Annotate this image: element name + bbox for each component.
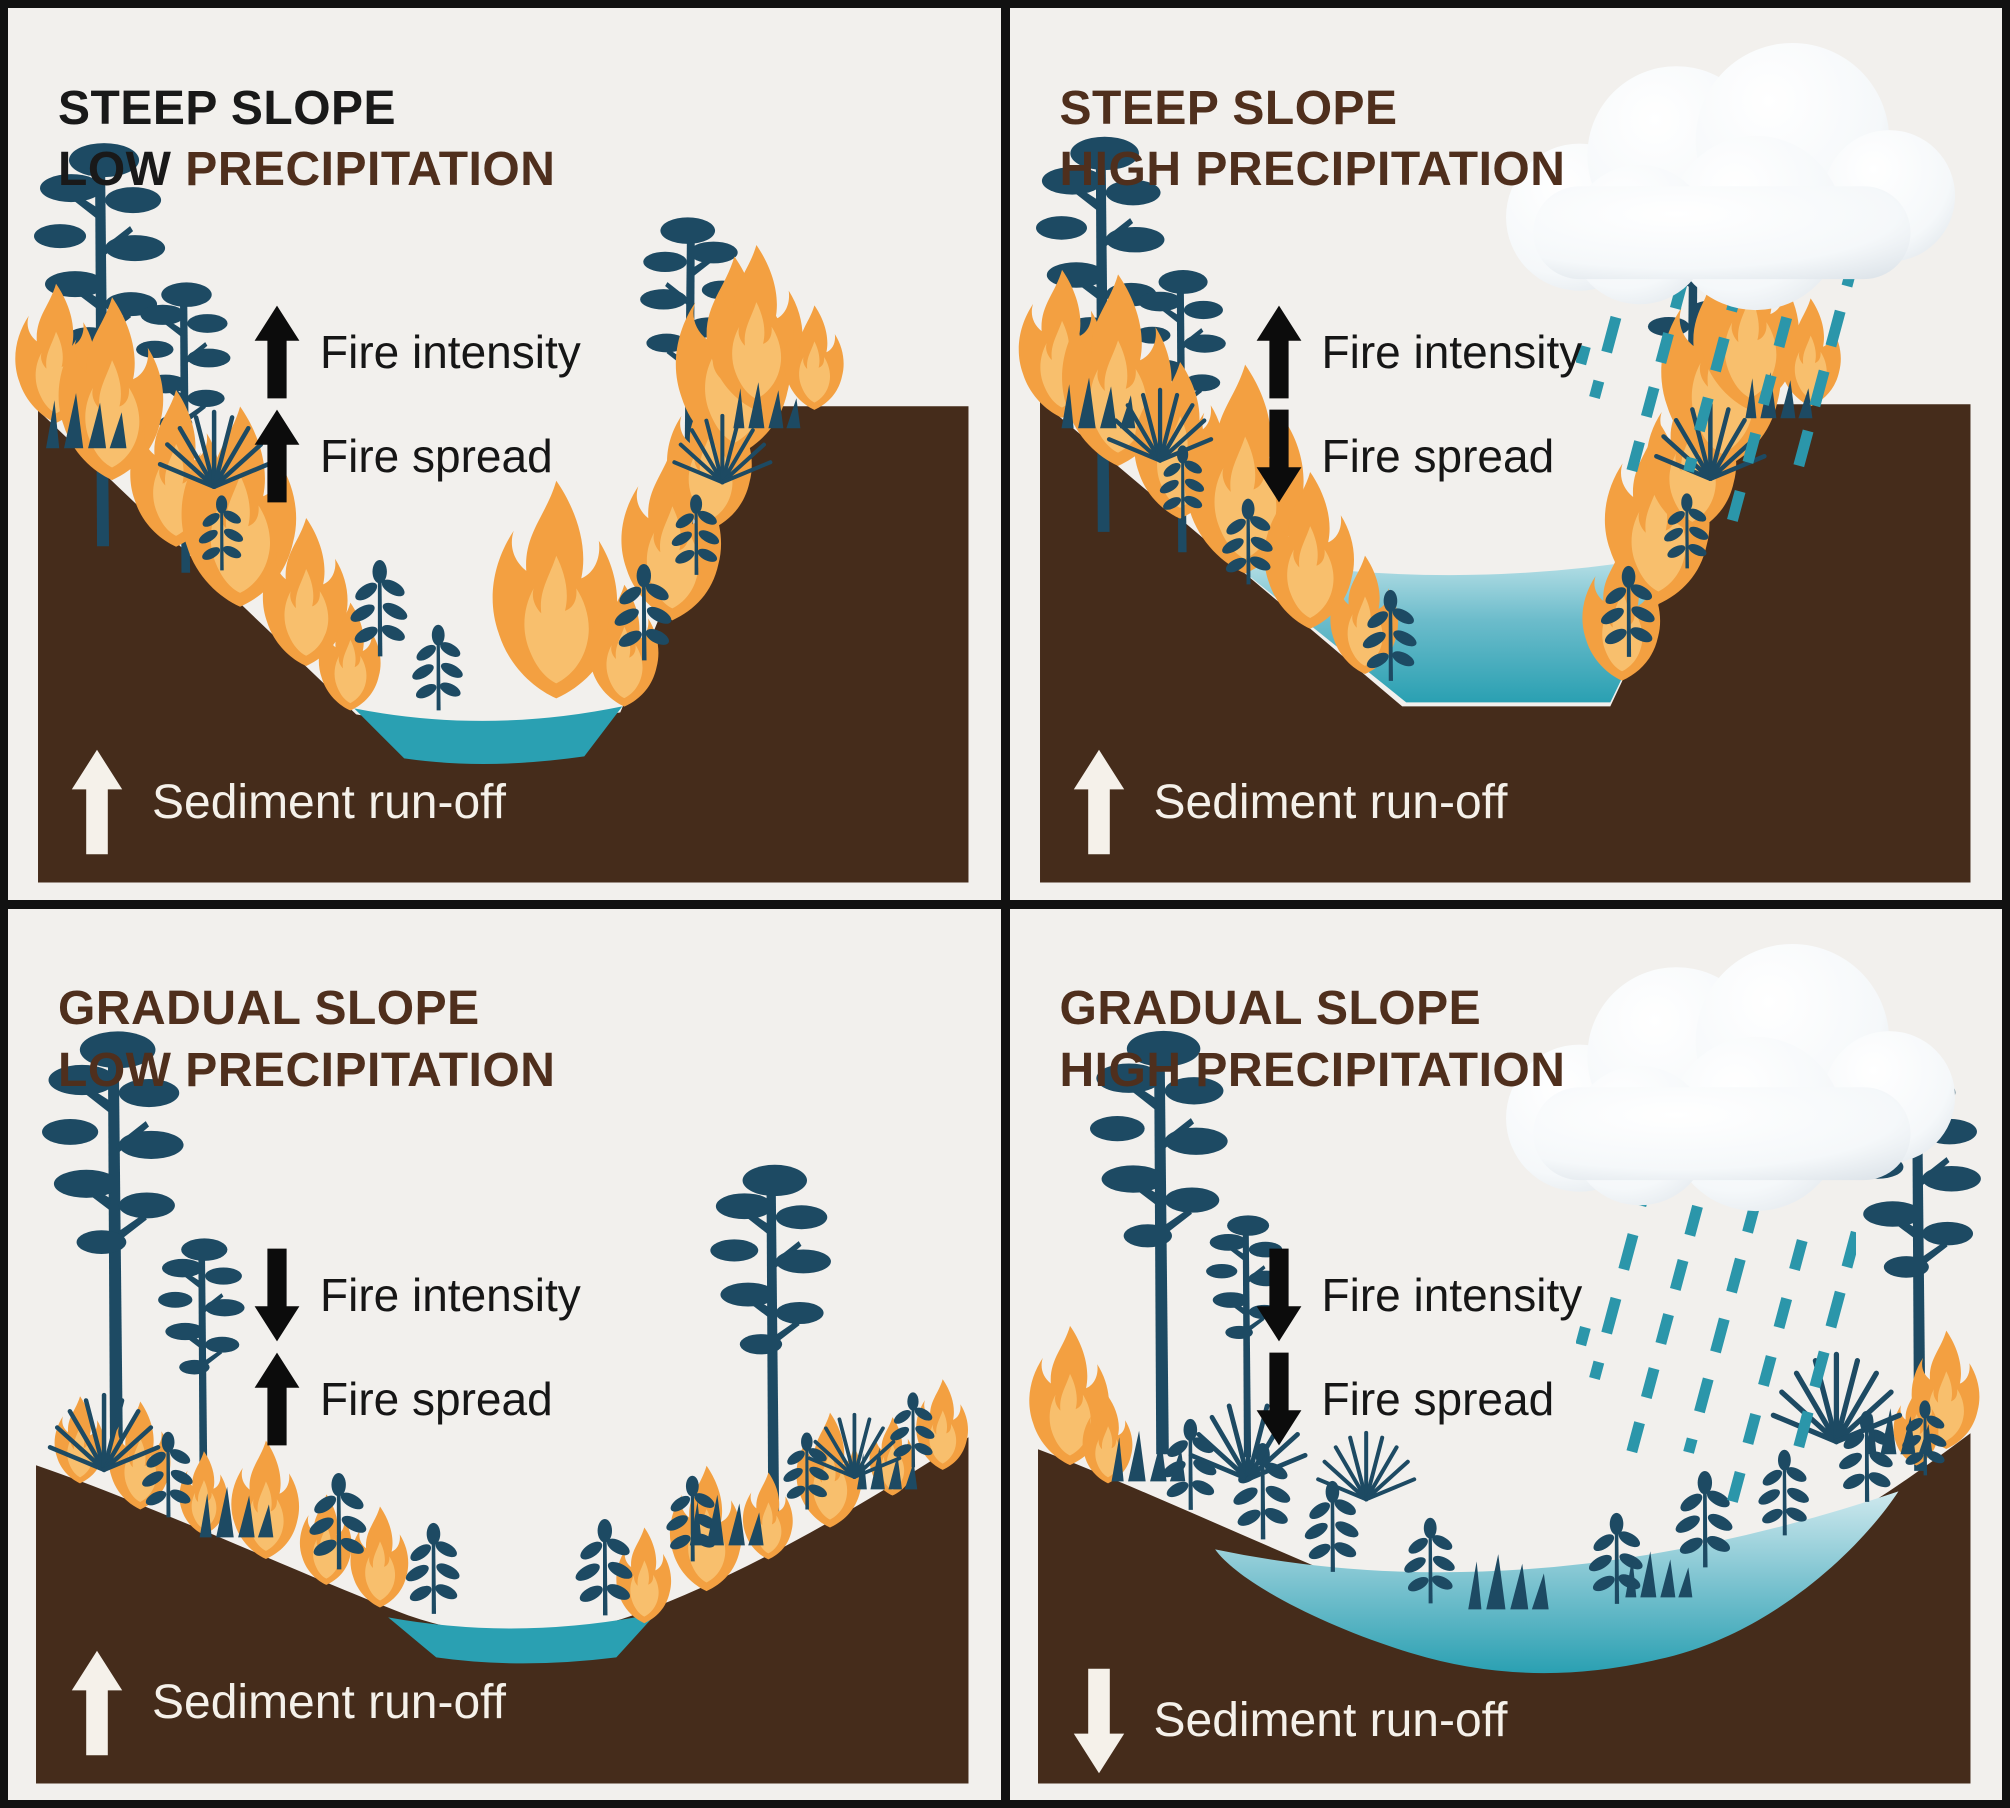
title-line2-prefix: HIGH	[1059, 1043, 1196, 1097]
panel-steep-slope-high-precipitation: STEEP SLOPE HIGH PRECIPITATION Fire inte…	[1009, 8, 2002, 900]
fire-intensity-label: Fire intensity	[1321, 1268, 1583, 1321]
panel-title: STEEP SLOPE HIGH PRECIPITATION	[1060, 78, 1566, 201]
sediment-runoff-row: Sediment run-off	[70, 748, 506, 856]
title-line2-prefix: LOW	[58, 143, 186, 197]
fire-spread-label: Fire spread	[1321, 1372, 1555, 1425]
fire-intensity-label: Fire intensity	[1321, 326, 1583, 378]
title-line1: GRADUAL SLOPE	[1059, 982, 1482, 1036]
title-line1: STEEP SLOPE	[1059, 81, 1398, 135]
title-line2-prefix: LOW	[58, 1043, 186, 1097]
title-line2-rest: PRECIPITATION	[185, 1043, 556, 1097]
fire-intensity-row: Fire intensity	[250, 304, 581, 400]
fire-intensity-arrow-icon	[254, 305, 300, 399]
sediment-runoff-row: Sediment run-off	[1072, 1667, 1508, 1775]
fire-indicators: Fire intensity Fire spread	[1252, 304, 1583, 504]
fire-intensity-arrow-icon	[1256, 1248, 1301, 1341]
fire-indicators: Fire intensity Fire spread	[250, 304, 581, 504]
fire-spread-label: Fire spread	[320, 1372, 553, 1425]
sediment-runoff-arrow-icon	[1073, 1668, 1124, 1773]
valley-scene-steep-low	[15, 143, 969, 883]
fire-spread-row: Fire spread	[250, 408, 581, 504]
sediment-runoff-label: Sediment run-off	[152, 775, 506, 829]
sediment-runoff-row: Sediment run-off	[1072, 748, 1508, 856]
title-line2-rest: PRECIPITATION	[1195, 1043, 1566, 1097]
title-line1: STEEP SLOPE	[58, 81, 397, 135]
fire-spread-arrow-icon	[254, 409, 300, 503]
fire-spread-arrow-icon	[254, 1352, 300, 1445]
sediment-runoff-arrow-icon	[71, 749, 123, 855]
water-body-wide-lake	[1214, 1490, 1898, 1673]
valley-scene-gradual-high	[1028, 1030, 1981, 1783]
sediment-runoff-arrow-icon	[71, 1650, 123, 1755]
fire-intensity-row: Fire intensity	[1252, 1247, 1583, 1343]
sediment-runoff-row: Sediment run-off	[70, 1649, 506, 1757]
soil-cross-section	[36, 1436, 969, 1783]
sediment-runoff-arrow-icon	[1073, 749, 1124, 855]
sediment-runoff-label: Sediment run-off	[1153, 1694, 1508, 1747]
panel-title: GRADUAL SLOPE HIGH PRECIPITATION	[1060, 978, 1566, 1101]
fire-spread-label: Fire spread	[320, 430, 553, 482]
fire-spread-row: Fire spread	[1252, 408, 1583, 504]
title-line2-rest: PRECIPITATION	[185, 143, 556, 197]
fire-intensity-label: Fire intensity	[320, 326, 581, 378]
fire-spread-arrow-icon	[1256, 1352, 1301, 1445]
fire-intensity-arrow-icon	[254, 1248, 300, 1341]
fire-spread-row: Fire spread	[250, 1351, 581, 1447]
fire-intensity-arrow-icon	[1256, 305, 1301, 399]
water-body-small-pond	[354, 706, 623, 764]
fire-intensity-label: Fire intensity	[320, 1268, 581, 1321]
panel-gradual-slope-high-precipitation: GRADUAL SLOPE HIGH PRECIPITATION Fire in…	[1009, 908, 2002, 1800]
fire-intensity-row: Fire intensity	[1252, 304, 1583, 400]
fire-intensity-row: Fire intensity	[250, 1247, 581, 1343]
panel-title: GRADUAL SLOPE LOW PRECIPITATION	[58, 978, 555, 1101]
rain-cloud-icon	[1505, 943, 1955, 1211]
fire-spread-row: Fire spread	[1252, 1351, 1583, 1447]
title-line2-rest: PRECIPITATION	[1195, 143, 1566, 197]
fire-indicators: Fire intensity Fire spread	[250, 1247, 581, 1447]
rain-cloud-icon	[1505, 42, 1955, 311]
title-line2-prefix: HIGH	[1059, 143, 1196, 197]
sediment-runoff-label: Sediment run-off	[152, 1676, 506, 1729]
title-line1: GRADUAL SLOPE	[58, 982, 480, 1036]
soil-cross-section	[1037, 1432, 1970, 1783]
panel-title: STEEP SLOPE LOW PRECIPITATION	[58, 78, 555, 201]
soil-cross-section	[38, 406, 969, 883]
water-body-small-pond	[388, 1612, 657, 1663]
fire-spread-label: Fire spread	[1321, 430, 1555, 482]
panel-gradual-slope-low-precipitation: GRADUAL SLOPE LOW PRECIPITATION Fire int…	[8, 908, 1001, 1800]
sediment-runoff-label: Sediment run-off	[1153, 775, 1508, 829]
panel-steep-slope-low-precipitation: STEEP SLOPE LOW PRECIPITATION Fire inten…	[8, 8, 1001, 900]
valley-scene-gradual-low	[36, 1030, 969, 1783]
fire-indicators: Fire intensity Fire spread	[1252, 1247, 1583, 1447]
rain-icon	[1575, 1193, 1856, 1506]
fire-spread-arrow-icon	[1256, 409, 1301, 503]
